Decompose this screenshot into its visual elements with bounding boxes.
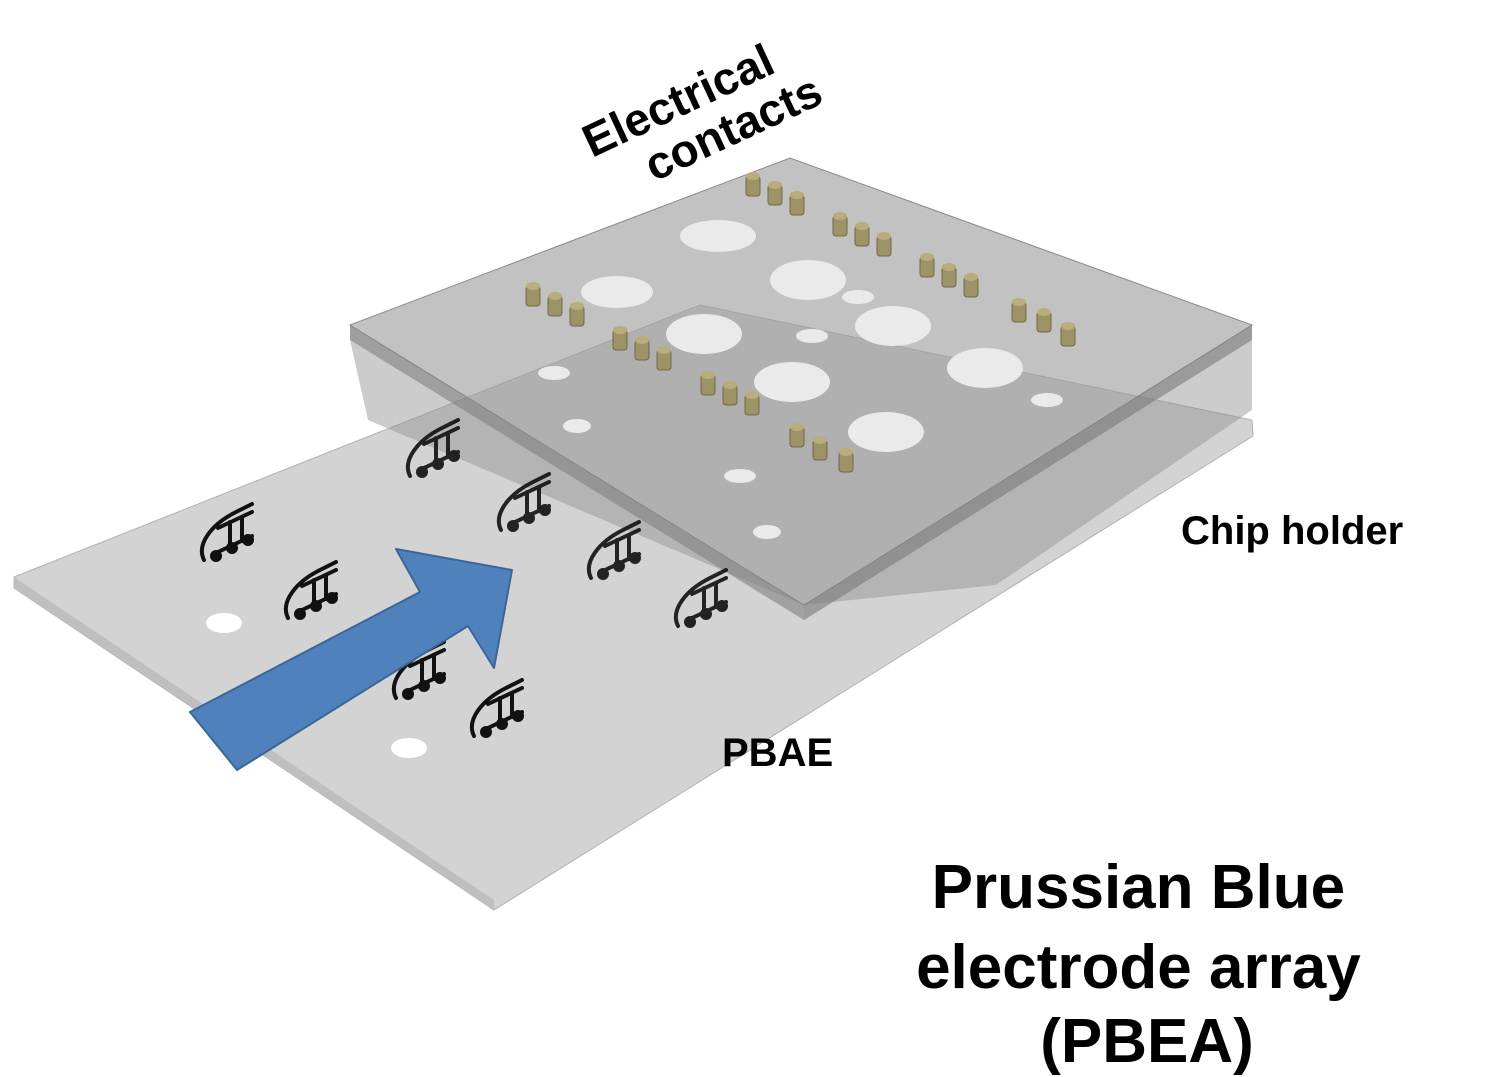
pbae-label: PBAE: [722, 731, 833, 775]
alignment-hole: [391, 738, 427, 758]
pbea-title-line: Prussian Blue: [932, 853, 1345, 922]
pbea-title: Prussian Blue electrode array (PBEA): [916, 853, 1378, 1076]
pbea-title-line: (PBEA): [1040, 1007, 1254, 1076]
alignment-hole: [206, 613, 242, 633]
pbea-title-line: electrode array: [916, 933, 1361, 1002]
chip-holder-label: Chip holder: [1181, 509, 1403, 553]
